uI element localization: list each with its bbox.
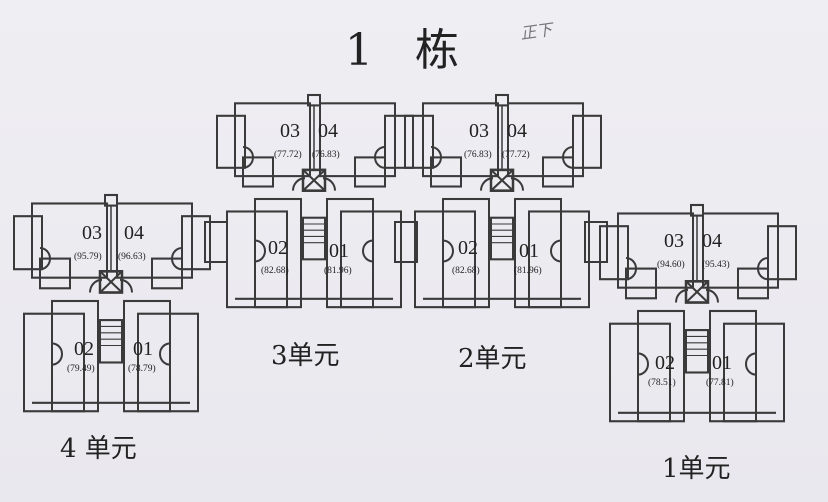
apartment-area: (95.43) — [702, 260, 730, 270]
apartment-area: (94.60) — [657, 260, 685, 270]
apartment-area: (82.68) — [452, 266, 480, 276]
apartment-area: (76.83) — [312, 150, 340, 160]
apartment-number: 02 — [74, 338, 94, 360]
apartment-area: (82.68) — [261, 266, 289, 276]
building-title: 1 栋 — [345, 25, 473, 76]
apartment-number: 02 — [268, 237, 288, 259]
apartment-area: (77.81) — [706, 378, 734, 388]
apartment-number: 04 — [124, 222, 144, 244]
apartment-number: 03 — [469, 120, 489, 142]
apartment-number: 04 — [702, 230, 722, 252]
apartment-number: 03 — [82, 222, 102, 244]
apartment-number: 03 — [280, 120, 300, 142]
apartment-number: 03 — [664, 230, 684, 252]
unit-label: 4 单元 — [60, 434, 137, 464]
apartment-area: (76.83) — [464, 150, 492, 160]
apartment-area: (78.79) — [128, 364, 156, 374]
apartment-area: (79.49) — [67, 364, 95, 374]
apartment-number: 02 — [655, 352, 675, 374]
apartment-number: 04 — [507, 120, 527, 142]
apartment-number: 01 — [519, 240, 539, 262]
unit-label: 2单元 — [458, 344, 527, 374]
apartment-number: 04 — [318, 120, 338, 142]
unit-label: 3单元 — [271, 341, 340, 371]
apartment-number: 01 — [133, 338, 153, 360]
apartment-area: (78.51) — [648, 378, 676, 388]
apartment-area: (81.96) — [324, 266, 352, 276]
apartment-number: 01 — [712, 352, 732, 374]
apartment-number: 01 — [329, 240, 349, 262]
unit-label: 1单元 — [662, 454, 731, 484]
apartment-area: (77.72) — [502, 150, 530, 160]
apartment-area: (95.79) — [74, 252, 102, 262]
apartment-area: (77.72) — [274, 150, 302, 160]
apartment-area: (96.63) — [118, 252, 146, 262]
apartment-area: (81.96) — [514, 266, 542, 276]
apartment-number: 02 — [458, 237, 478, 259]
